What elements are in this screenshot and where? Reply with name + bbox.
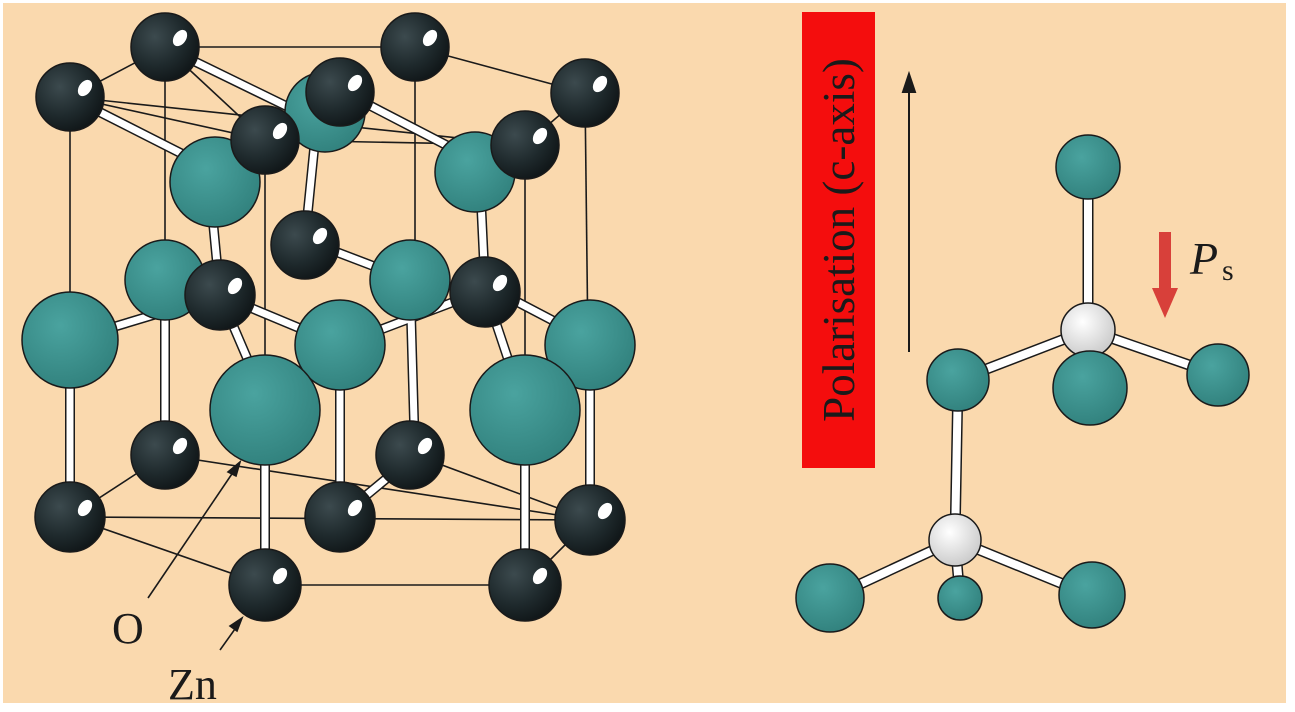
zn-atom	[184, 259, 256, 331]
zn-atom	[488, 548, 562, 622]
o-atom	[926, 348, 990, 412]
center-atom	[1060, 302, 1116, 358]
o-atom	[795, 563, 865, 633]
o-atom	[369, 239, 451, 321]
zn-atom	[130, 420, 200, 490]
zn-atom	[270, 210, 340, 280]
ps-arrow	[1152, 232, 1178, 318]
o-atom	[1052, 350, 1128, 426]
tetrahedra-bonds-fill	[826, 161, 1222, 602]
ps-subscript: s	[1222, 254, 1234, 287]
atoms	[21, 12, 636, 622]
zn-atom	[554, 484, 626, 556]
o-atom	[209, 354, 321, 466]
zn-atom	[380, 12, 450, 82]
label-pointers	[147, 459, 244, 651]
polarisation-arrow	[901, 70, 917, 352]
zn-atom	[305, 57, 375, 127]
o-atom	[1055, 134, 1121, 200]
oxygen-label: O	[112, 604, 144, 653]
polarisation-label: Polarisation (c-axis)	[813, 58, 864, 422]
tetrahedra-atoms	[795, 134, 1250, 633]
o-atom	[544, 299, 636, 391]
zn-atom	[230, 105, 300, 175]
zn-atom	[130, 12, 200, 82]
polarisation-label-box: Polarisation (c-axis)	[802, 12, 875, 468]
ps-label: P	[1190, 233, 1219, 284]
center-atom	[928, 513, 982, 567]
tetrahedra-bonds	[824, 159, 1224, 604]
zn-atom	[449, 256, 521, 328]
o-atom	[1058, 561, 1126, 629]
zn-atom	[375, 420, 445, 490]
zinc-label: Zn	[168, 660, 217, 709]
zn-atom	[490, 110, 560, 180]
zn-atom	[304, 481, 376, 553]
o-atom	[937, 575, 983, 621]
o-atom	[1186, 343, 1250, 407]
zn-atom	[35, 62, 105, 132]
o-atom	[469, 354, 581, 466]
o-atom	[21, 291, 119, 389]
o-atom	[294, 299, 386, 391]
atom-highlights	[77, 29, 613, 585]
zn-atom	[34, 481, 106, 553]
zn-atom	[228, 548, 302, 622]
zn-atom	[550, 58, 620, 128]
